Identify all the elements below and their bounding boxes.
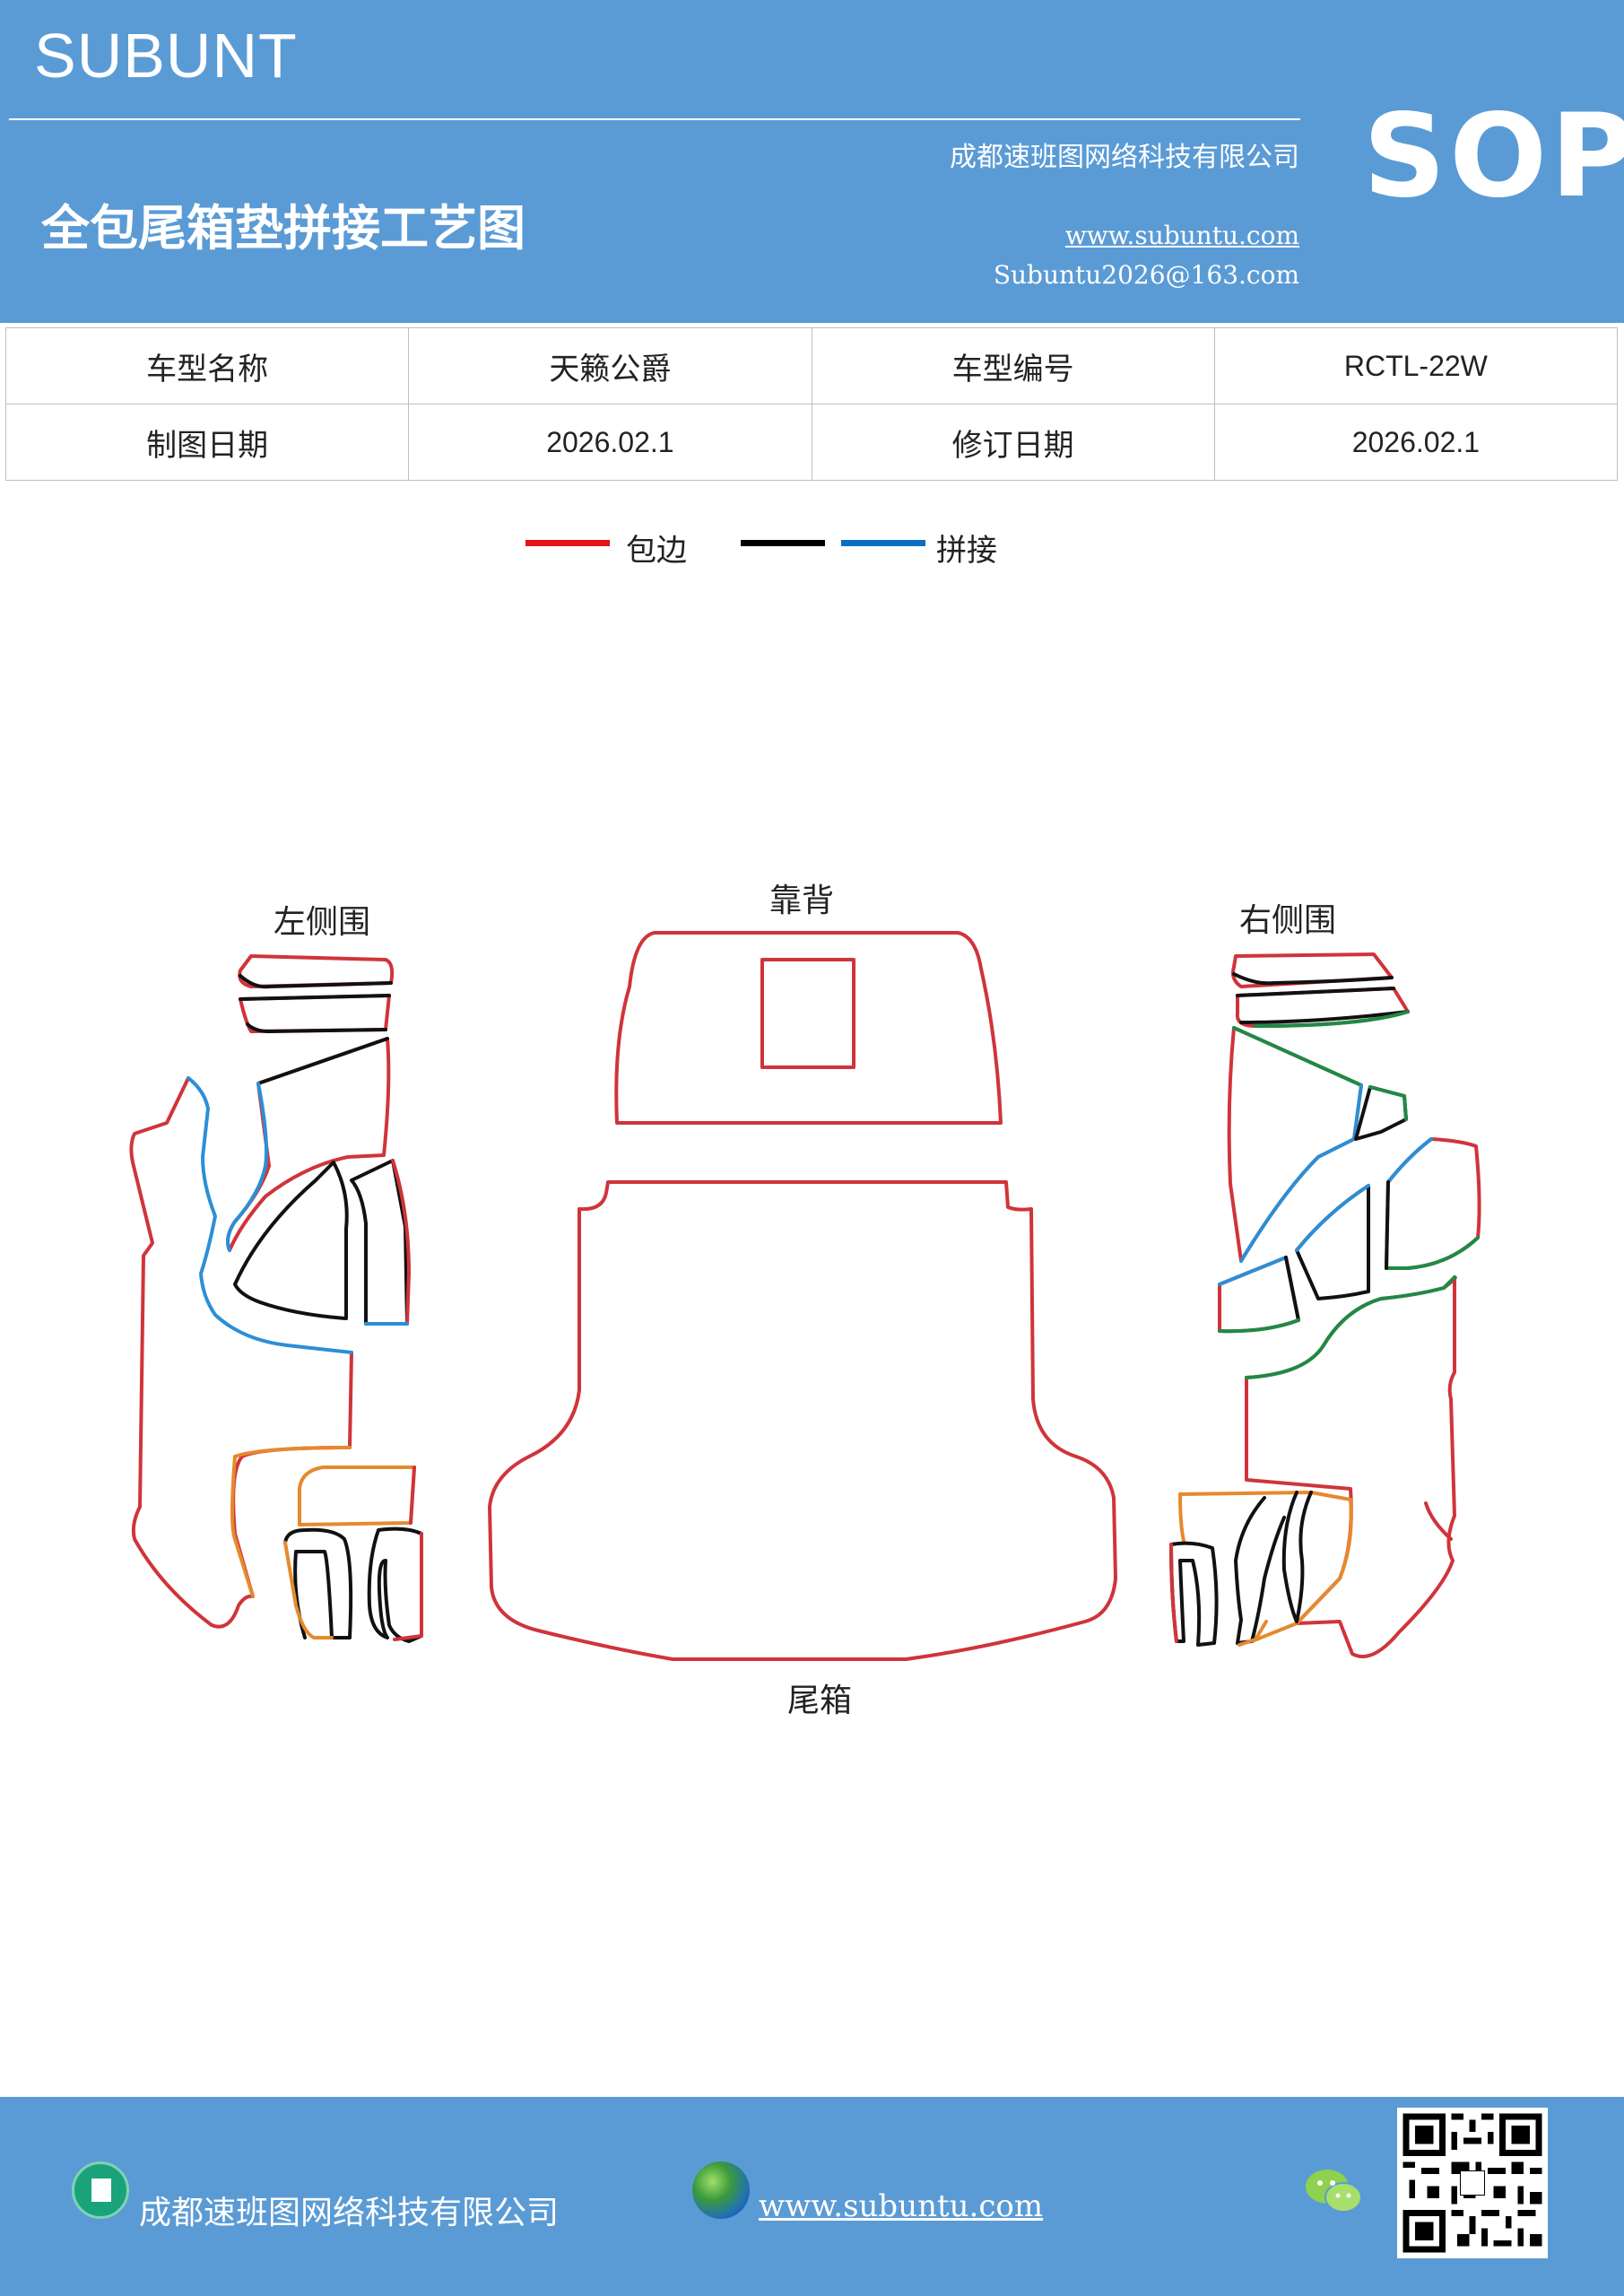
right-arch-piece-1-green bbox=[1218, 1318, 1300, 1334]
building-icon bbox=[72, 2161, 129, 2219]
legend-blue-line bbox=[841, 540, 925, 546]
right-top-strip-2-seam bbox=[1236, 987, 1410, 1024]
vehicle-info-table: 车型名称 天籁公爵 车型编号 RCTL-22W 制图日期 2026.02.1 修… bbox=[4, 327, 1619, 481]
right-lower-edge-red bbox=[1424, 1501, 1453, 1541]
header-email: Subuntu2026@163.com bbox=[993, 260, 1299, 290]
brand-name: SUBUNT bbox=[34, 21, 298, 91]
header-banner: SUBUNT 成都速班图网络科技有限公司 全包尾箱垫拼接工艺图 www.subu… bbox=[0, 0, 1624, 323]
label-left-side: 左侧围 bbox=[274, 904, 370, 941]
left-top-strip-1-seam bbox=[239, 974, 393, 989]
qr-code bbox=[1397, 2108, 1548, 2258]
right-bottom-block-orange bbox=[1178, 1491, 1353, 1643]
label-back: 靠背 bbox=[769, 883, 834, 919]
model-name-label: 车型名称 bbox=[4, 327, 410, 404]
left-top-strip-2 bbox=[239, 994, 391, 1033]
revise-date-label: 修订日期 bbox=[811, 404, 1215, 481]
draw-date-label: 制图日期 bbox=[4, 404, 410, 481]
footer-company: 成都速班图网络科技有限公司 bbox=[139, 2195, 560, 2231]
right-lower-panel-green bbox=[1245, 1275, 1456, 1379]
globe-icon bbox=[692, 2161, 750, 2219]
left-bottom-piece-1 bbox=[283, 1527, 353, 1639]
left-bottom-piece-1-orange bbox=[283, 1541, 334, 1639]
right-rear-panel-blue bbox=[1386, 1137, 1433, 1184]
right-arch-piece-2 bbox=[1295, 1184, 1370, 1300]
footer-website-link[interactable]: www.subuntu.com bbox=[759, 2188, 1044, 2224]
table-row: 制图日期 2026.02.1 修订日期 2026.02.1 bbox=[4, 404, 1619, 481]
back-panel-window bbox=[760, 958, 855, 1069]
header-divider bbox=[9, 118, 1300, 120]
left-mid-panel-blue bbox=[226, 1082, 268, 1252]
back-panel bbox=[614, 931, 1003, 1125]
legend-edge-line bbox=[525, 540, 610, 546]
right-bottom-piece-1 bbox=[1169, 1541, 1219, 1647]
model-name-value: 天籁公爵 bbox=[408, 327, 812, 404]
draw-date-value: 2026.02.1 bbox=[408, 404, 812, 481]
left-arch-panel bbox=[233, 1161, 349, 1320]
legend-edge-label: 包边 bbox=[626, 533, 687, 569]
right-lower-panel bbox=[1245, 1275, 1457, 1658]
header-company: 成都速班图网络科技有限公司 bbox=[950, 142, 1299, 173]
model-code-label: 车型编号 bbox=[811, 327, 1215, 404]
revise-date-value: 2026.02.1 bbox=[1213, 404, 1619, 481]
label-right-side: 右侧围 bbox=[1239, 902, 1336, 939]
model-code-value: RCTL-22W bbox=[1213, 327, 1619, 404]
left-bottom-block bbox=[230, 1455, 255, 1598]
table-row: 车型名称 天籁公爵 车型编号 RCTL-22W bbox=[4, 327, 1619, 404]
trunk-floor-panel bbox=[488, 1180, 1117, 1661]
document-title: 全包尾箱垫拼接工艺图 bbox=[41, 199, 525, 257]
label-trunk: 尾箱 bbox=[787, 1683, 852, 1719]
left-bottom-piece-2-red bbox=[393, 1532, 423, 1641]
right-mid-panel-green bbox=[1232, 1026, 1363, 1087]
header-website-link[interactable]: www.subuntu.com bbox=[1064, 221, 1299, 250]
right-top-strip-1-seam bbox=[1232, 972, 1394, 986]
left-main-seam-blue bbox=[187, 1076, 353, 1354]
legend: 包边 拼接 bbox=[0, 520, 1624, 574]
left-bottom-piece-2 bbox=[367, 1526, 423, 1643]
right-bottom-piece-2 bbox=[1234, 1496, 1286, 1645]
right-mid-panel-blue bbox=[1239, 1083, 1363, 1263]
wechat-icon[interactable] bbox=[1302, 2165, 1365, 2219]
legend-splice-label: 拼接 bbox=[936, 533, 997, 569]
right-rear-panel-black bbox=[1385, 1180, 1390, 1270]
left-top-strip-2-seam bbox=[239, 994, 391, 1033]
right-bottom-piece-3-orange bbox=[1238, 1620, 1268, 1647]
right-arch-piece-1-black bbox=[1284, 1256, 1300, 1322]
trunk-mat-diagram: 左侧围 靠背 右侧围 尾箱 bbox=[129, 883, 1481, 1719]
left-arch-strip bbox=[350, 1159, 409, 1326]
sop-badge: SOP bbox=[1363, 90, 1624, 223]
right-arch-piece-2-blue bbox=[1295, 1184, 1370, 1252]
right-small-strip-green bbox=[1368, 1085, 1408, 1121]
right-top-strip-2-green bbox=[1254, 1010, 1410, 1028]
legend-black-line bbox=[741, 540, 825, 546]
left-arch-strip-edge bbox=[364, 1159, 411, 1326]
left-bottom-upper-red bbox=[409, 1465, 416, 1525]
left-bottom-block-orange bbox=[233, 1446, 352, 1458]
right-bottom-piece-3 bbox=[1281, 1491, 1313, 1623]
right-bottom-orange-2 bbox=[1178, 1492, 1185, 1543]
right-bottom-piece-1-red bbox=[1169, 1543, 1178, 1643]
left-bottom-upper bbox=[298, 1465, 416, 1526]
left-main-outline bbox=[129, 1076, 353, 1629]
right-arch-piece-1-blue bbox=[1218, 1256, 1288, 1286]
footer-banner: 成都速班图网络科技有限公司 www.subuntu.com bbox=[0, 2097, 1624, 2296]
right-rear-panel-green bbox=[1385, 1236, 1480, 1270]
left-mid-panel-seam bbox=[256, 1037, 389, 1085]
